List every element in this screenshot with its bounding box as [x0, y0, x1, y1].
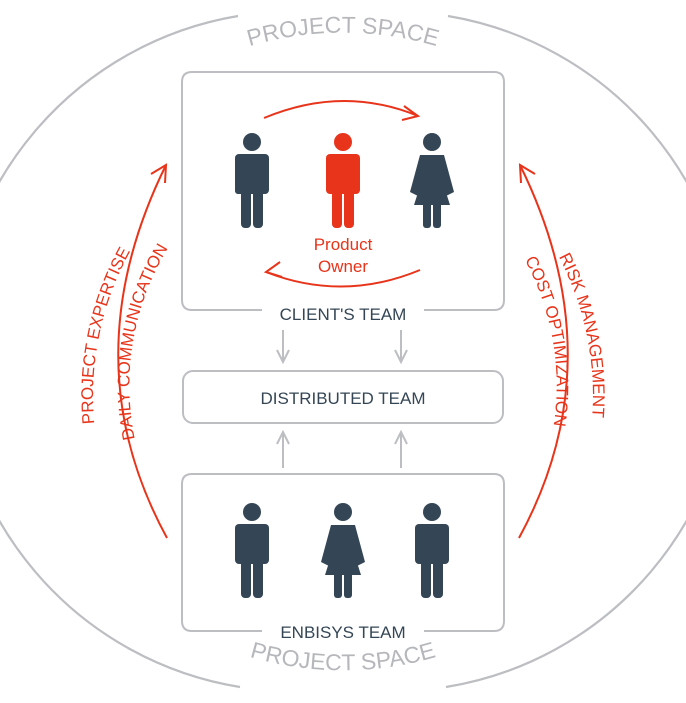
distributed-team-box — [182, 370, 504, 424]
client-cycle-arrow-right — [263, 100, 421, 121]
man-icon — [415, 503, 449, 598]
left-arc-arrow — [117, 163, 168, 539]
right-arc-inner-label: COST OPTIMIZATION — [521, 253, 572, 428]
project-space-circle — [0, 14, 686, 689]
client-to-distributed-arrows — [276, 330, 408, 365]
project-space-top-label: PROJECT SPACE — [244, 12, 442, 51]
vendor-team-label: ENBISYS TEAM — [280, 623, 405, 642]
right-arc-arrow — [518, 163, 569, 539]
woman-icon — [321, 503, 365, 598]
product-owner-label-line1: Product — [314, 235, 373, 254]
vendor-team-box — [181, 473, 505, 632]
man-icon — [235, 503, 269, 598]
man-icon — [235, 133, 269, 228]
client-team-box — [181, 71, 505, 311]
client-team-label: CLIENT'S TEAM — [280, 305, 407, 324]
distributed-team-label: DISTRIBUTED TEAM — [261, 389, 426, 408]
woman-icon — [410, 133, 454, 228]
product-owner-label-line2: Owner — [318, 257, 368, 276]
client-cycle-arrow-left — [263, 261, 421, 288]
man-icon — [326, 133, 360, 228]
vendor-to-distributed-arrows — [276, 429, 408, 468]
project-space-bottom-label: PROJECT SPACE — [248, 637, 438, 676]
